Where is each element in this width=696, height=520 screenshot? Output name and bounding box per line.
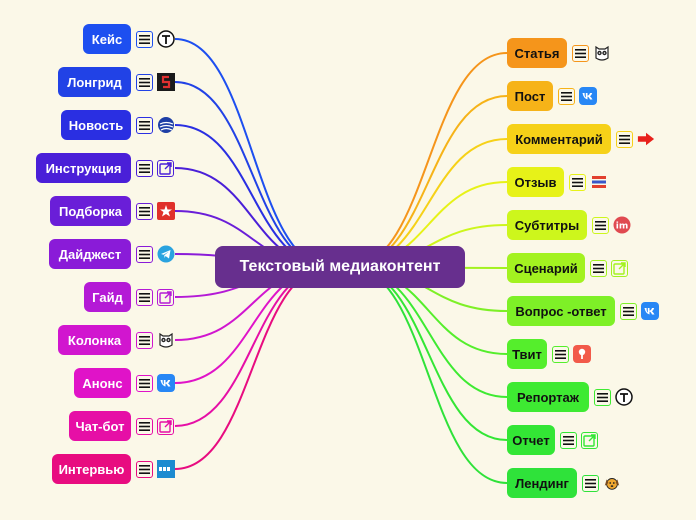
- topic-label: Гайд: [92, 289, 123, 305]
- pin-logo-icon[interactable]: [573, 345, 591, 363]
- topic-node[interactable]: Новость: [61, 110, 131, 140]
- topic-label: Анонс: [82, 375, 123, 391]
- notes-icon[interactable]: [136, 116, 153, 134]
- topic-node[interactable]: Лонгрид: [58, 67, 131, 97]
- topic-label: Сценарий: [514, 260, 578, 276]
- topic-label: Дайджест: [58, 246, 122, 262]
- topic-label: Лонгрид: [67, 74, 122, 90]
- topic-node[interactable]: Гайд: [84, 282, 131, 312]
- topic-label: Отзыв: [514, 174, 557, 190]
- topic-label: Кейс: [91, 31, 123, 47]
- topic-label: Инструкция: [45, 160, 122, 176]
- notes-icon[interactable]: [569, 173, 586, 191]
- rbc-icon[interactable]: [157, 460, 175, 478]
- notes-icon[interactable]: [572, 44, 589, 62]
- connector-line: [349, 52, 508, 268]
- topic-label: Новость: [68, 117, 124, 133]
- notes-icon[interactable]: [592, 216, 609, 234]
- topic-node[interactable]: Субтитры: [507, 210, 587, 240]
- vk-icon[interactable]: [641, 302, 659, 320]
- svg-text:im: im: [616, 222, 628, 232]
- notes-icon[interactable]: [136, 30, 153, 48]
- topic-node[interactable]: Инструкция: [36, 153, 131, 183]
- notes-icon[interactable]: [136, 460, 153, 478]
- t-circle-icon[interactable]: [615, 388, 633, 406]
- topic-label: Комментарий: [515, 131, 603, 147]
- topic-label: Статья: [514, 45, 560, 61]
- globe-icon[interactable]: [157, 116, 175, 134]
- topic-label: Лендинг: [515, 475, 569, 491]
- topic-node[interactable]: Лендинг: [507, 468, 577, 498]
- topic-label: Репортаж: [517, 389, 579, 405]
- notes-icon[interactable]: [136, 374, 153, 392]
- topic-label: Субтитры: [514, 217, 580, 233]
- external-link-icon[interactable]: [581, 431, 598, 449]
- notes-icon[interactable]: [136, 159, 153, 177]
- topic-label: Отчет: [512, 432, 550, 448]
- notes-icon[interactable]: [590, 259, 607, 277]
- notes-icon[interactable]: [552, 345, 569, 363]
- notes-icon[interactable]: [136, 245, 153, 263]
- notes-icon[interactable]: [620, 302, 637, 320]
- external-link-icon[interactable]: [157, 288, 174, 306]
- topic-node[interactable]: Дайджест: [49, 239, 131, 269]
- s-logo-icon[interactable]: [157, 73, 175, 91]
- notes-icon[interactable]: [136, 73, 153, 91]
- topic-label: Вопрос -ответ: [515, 303, 607, 319]
- connector-line: [349, 266, 508, 484]
- topic-node[interactable]: Твит: [507, 339, 547, 369]
- topic-node[interactable]: Кейс: [83, 24, 131, 54]
- telegram-icon[interactable]: [157, 245, 175, 263]
- topic-node[interactable]: Анонс: [74, 368, 131, 398]
- arrow-right-icon[interactable]: [637, 130, 655, 148]
- star-logo-icon[interactable]: [157, 202, 175, 220]
- topic-label: Твит: [512, 346, 542, 362]
- topic-node[interactable]: Отзыв: [507, 167, 564, 197]
- t-circle-icon[interactable]: [157, 30, 175, 48]
- topic-label: Чат-бот: [75, 418, 125, 434]
- owl-icon[interactable]: [593, 44, 611, 62]
- topic-label: Колонка: [67, 332, 122, 348]
- vk-icon[interactable]: [157, 374, 175, 392]
- topic-node[interactable]: Репортаж: [507, 382, 589, 412]
- topic-node[interactable]: Подборка: [50, 196, 131, 226]
- external-link-icon[interactable]: [157, 417, 174, 435]
- im-icon[interactable]: im: [613, 216, 631, 234]
- notes-icon[interactable]: [136, 417, 153, 435]
- stack-icon[interactable]: [590, 173, 608, 191]
- notes-icon[interactable]: [136, 202, 153, 220]
- notes-icon[interactable]: [616, 130, 633, 148]
- owl-icon[interactable]: [157, 331, 175, 349]
- notes-icon[interactable]: [560, 431, 577, 449]
- notes-icon[interactable]: [594, 388, 611, 406]
- connector-line: [174, 266, 331, 427]
- topic-node[interactable]: Интервью: [52, 454, 131, 484]
- external-link-icon[interactable]: [157, 159, 174, 177]
- central-topic-label: Текстовый медиаконтент: [239, 258, 441, 275]
- topic-node[interactable]: Статья: [507, 38, 567, 68]
- connector-line: [349, 95, 508, 268]
- topic-node[interactable]: Чат-бот: [69, 411, 131, 441]
- topic-node[interactable]: Пост: [507, 81, 553, 111]
- notes-icon[interactable]: [558, 87, 575, 105]
- vk-icon[interactable]: [579, 87, 597, 105]
- topic-label: Подборка: [58, 203, 122, 219]
- dog-icon[interactable]: [603, 474, 621, 492]
- topic-node[interactable]: Колонка: [58, 325, 131, 355]
- topic-label: Пост: [514, 88, 546, 104]
- topic-label: Интервью: [58, 461, 125, 477]
- topic-node[interactable]: Отчет: [507, 425, 555, 455]
- notes-icon[interactable]: [136, 288, 153, 306]
- notes-icon[interactable]: [136, 331, 153, 349]
- topic-node[interactable]: Сценарий: [507, 253, 585, 283]
- topic-node[interactable]: Вопрос -ответ: [507, 296, 615, 326]
- connector-line: [174, 266, 331, 470]
- connector-line: [174, 38, 331, 268]
- notes-icon[interactable]: [582, 474, 599, 492]
- external-link-icon[interactable]: [611, 259, 628, 277]
- central-topic[interactable]: Текстовый медиаконтент: [215, 246, 465, 288]
- topic-node[interactable]: Комментарий: [507, 124, 611, 154]
- connector-line: [349, 266, 508, 441]
